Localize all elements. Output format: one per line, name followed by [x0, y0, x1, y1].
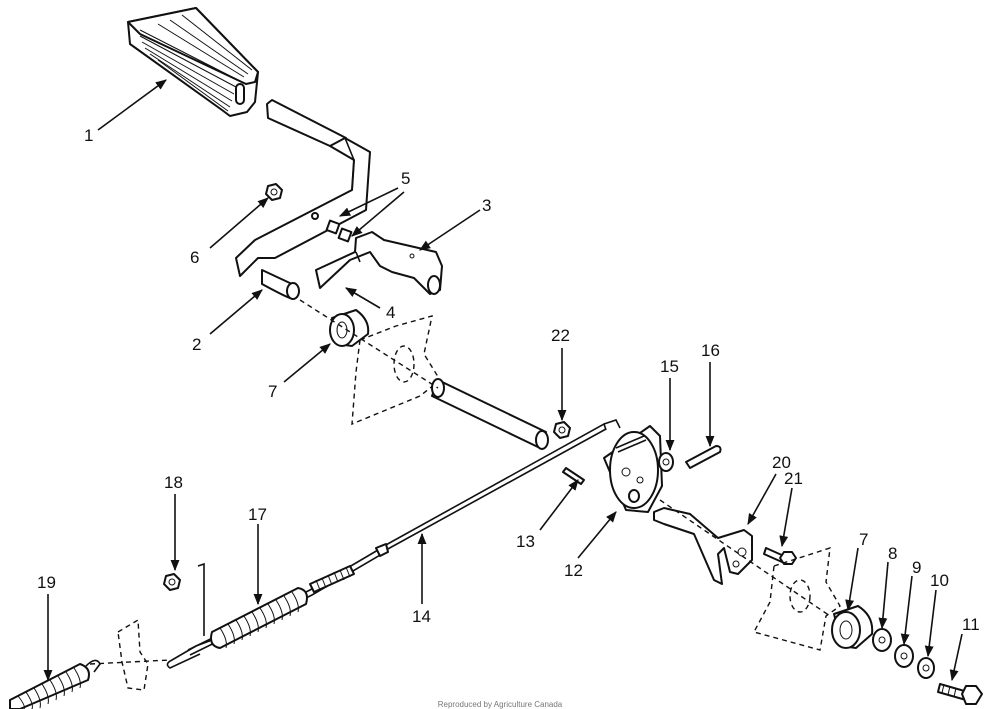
roll-pin-13-part: [562, 467, 585, 485]
cotter-pin-16-part: [685, 445, 722, 469]
callout-1: 1: [84, 126, 93, 145]
callout-12: 12: [564, 561, 583, 580]
callout-3: 3: [482, 196, 491, 215]
callout-14: 14: [412, 607, 431, 626]
pedal-arm-part: [235, 99, 371, 300]
spring-19-part: [9, 659, 101, 709]
lever-20-part: [653, 507, 753, 585]
bracket-part: [315, 231, 443, 295]
callout-16: 16: [701, 341, 720, 360]
footer-caption: Reproduced by Agriculture Canada: [437, 700, 563, 709]
pedal-pad-part: [127, 7, 259, 117]
callout-6: 6: [190, 248, 199, 267]
callout-21: 21: [784, 469, 803, 488]
cross-shaft-part: [431, 378, 549, 450]
callout-labels: 1 2 3 4 5 6 7 7 8 9 10 11 12 13 14 15 16…: [37, 126, 980, 634]
washer-10-part: [917, 657, 935, 679]
washer-8-part: [872, 628, 892, 652]
pivot-plate-part: [603, 425, 663, 513]
callout-22: 22: [551, 326, 570, 345]
callout-18: 18: [164, 473, 183, 492]
bolt-21-part: [763, 547, 797, 565]
square-nut-5a-part: [325, 219, 341, 235]
square-nut-5b-part: [337, 227, 353, 243]
callout-15: 15: [660, 357, 679, 376]
washer-9-part: [894, 644, 914, 668]
callout-2: 2: [192, 335, 201, 354]
bushing-upper-part: [329, 309, 370, 347]
callout-7-lower: 7: [859, 530, 868, 549]
callout-4: 4: [386, 303, 395, 322]
callout-8: 8: [888, 544, 897, 563]
callout-11: 11: [962, 615, 980, 634]
spring-17-part: [166, 587, 308, 669]
callout-7-upper: 7: [268, 382, 277, 401]
callout-19: 19: [37, 573, 56, 592]
washer-15-part: [658, 452, 674, 472]
callout-5: 5: [401, 169, 410, 188]
frame-plate-lower-outline: [752, 547, 841, 651]
hex-nut-6-part: [265, 183, 283, 201]
leader-lines: [43, 79, 963, 682]
callout-9: 9: [912, 558, 921, 577]
callout-17: 17: [248, 505, 267, 524]
bushing-lower-part: [831, 605, 874, 649]
threaded-rod-end-part: [309, 565, 355, 593]
callout-20: 20: [772, 453, 791, 472]
bolt-11-part: [937, 683, 983, 705]
spring-anchor-outline: [89, 618, 171, 691]
callout-10: 10: [930, 571, 949, 590]
hex-nut-22-part: [553, 421, 571, 439]
callout-13: 13: [516, 532, 535, 551]
hex-nut-18-part: [163, 573, 181, 591]
